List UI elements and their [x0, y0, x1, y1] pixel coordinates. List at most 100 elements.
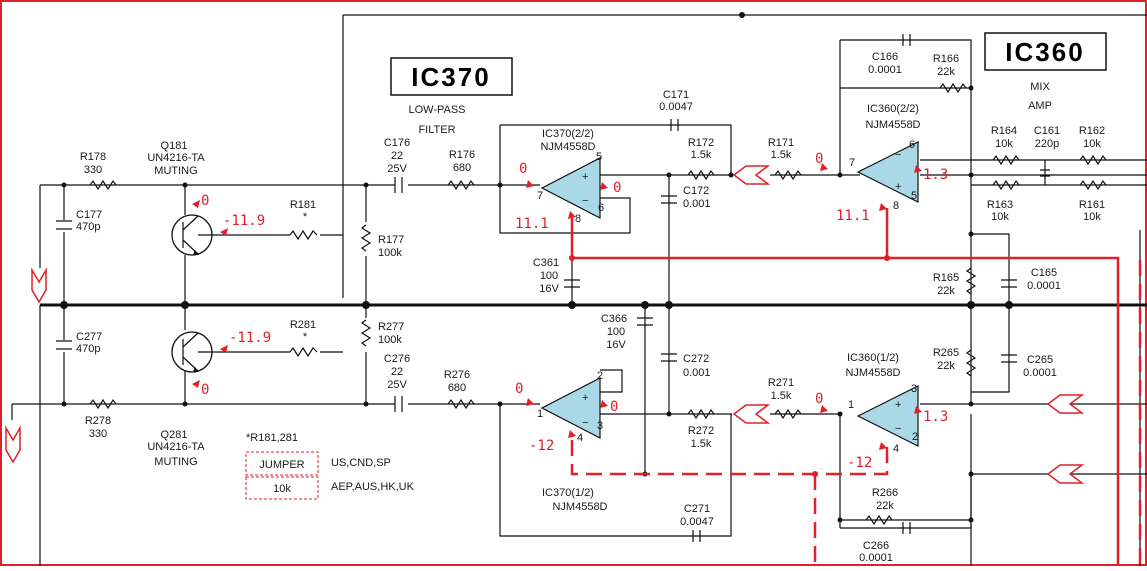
svg-text:R161: R161 [1079, 199, 1105, 211]
svg-text:-11.9: -11.9 [229, 330, 271, 346]
transistor-q181 [171, 214, 213, 256]
svg-text:+: + [582, 171, 588, 183]
svg-text:22: 22 [391, 150, 403, 162]
svg-text:0.0001: 0.0001 [868, 64, 902, 76]
svg-text:0.0001: 0.0001 [1027, 280, 1061, 292]
ic360-2-label: IC360(2/2) [867, 103, 919, 115]
svg-text:11.1: 11.1 [515, 216, 549, 232]
svg-text:R164: R164 [991, 125, 1017, 137]
voltage-readings: 0 -11.9 -11.9 0 0 0 11.1 0 0 -12 0 1.3 1… [201, 151, 948, 471]
ic370-1-part: NJM4558D [552, 501, 607, 513]
svg-text:0: 0 [815, 151, 823, 167]
svg-text:+: + [582, 392, 588, 404]
svg-text:2: 2 [597, 370, 603, 382]
svg-text:22k: 22k [937, 360, 955, 372]
svg-text:1.3: 1.3 [923, 167, 948, 183]
ic370-title: IC370 [411, 62, 490, 92]
svg-text:R176: R176 [449, 149, 475, 161]
svg-text:R165: R165 [933, 272, 959, 284]
svg-text:R177: R177 [378, 234, 404, 246]
pin-numbers: 5 7 6 8 2 1 3 4 6 7 5 8 3 1 2 4 [537, 139, 918, 455]
svg-text:8: 8 [575, 213, 581, 225]
svg-text:-12: -12 [529, 438, 554, 454]
jumper-regions-1: US,CND,SP [331, 457, 391, 469]
svg-text:25V: 25V [387, 379, 407, 391]
q181-func: MUTING [154, 165, 197, 177]
svg-text:C172: C172 [683, 185, 709, 197]
svg-text:100k: 100k [378, 334, 402, 346]
svg-text:2: 2 [912, 431, 918, 443]
svg-text:1: 1 [537, 408, 543, 420]
svg-text:0.0047: 0.0047 [659, 101, 693, 113]
jumper-note: *R181,281 JUMPER US,CND,SP 10k AEP,AUS,H… [245, 432, 415, 500]
svg-text:C165: C165 [1031, 267, 1057, 279]
svg-text:R172: R172 [688, 137, 714, 149]
ic370-1-label: IC370(1/2) [542, 487, 594, 499]
svg-text:R281: R281 [290, 319, 316, 331]
svg-text:100: 100 [540, 270, 558, 282]
svg-text:C266: C266 [863, 540, 889, 552]
svg-text:100k: 100k [378, 247, 402, 259]
svg-text:10k: 10k [1083, 138, 1101, 150]
ic360-2-part: NJM4558D [865, 119, 920, 131]
svg-text:22k: 22k [876, 500, 894, 512]
svg-text:0: 0 [515, 381, 523, 397]
q281-ref: Q281 [161, 429, 188, 441]
svg-text:22: 22 [391, 366, 403, 378]
svg-text:25V: 25V [387, 163, 407, 175]
svg-text:330: 330 [84, 164, 102, 176]
opamp-ic360-2: − + [856, 141, 919, 203]
svg-text:100: 100 [607, 326, 625, 338]
lowpass-label-1: LOW-PASS [408, 104, 465, 116]
svg-text:-11.9: -11.9 [223, 213, 265, 229]
svg-text:C271: C271 [684, 503, 710, 515]
svg-text:R265: R265 [933, 347, 959, 359]
lowpass-label-2: FILTER [418, 124, 455, 136]
opamp-ic360-1: + − [856, 385, 919, 447]
ic360-1-part: NJM4558D [845, 367, 900, 379]
svg-text:5: 5 [911, 190, 917, 202]
svg-text:10k: 10k [1083, 211, 1101, 223]
supply-rails [569, 208, 1142, 566]
svg-text:470p: 470p [76, 343, 100, 355]
ic360-1-label: IC360(1/2) [847, 352, 899, 364]
svg-text:1.5k: 1.5k [771, 149, 792, 161]
svg-text:−: − [895, 423, 901, 435]
svg-text:C265: C265 [1027, 354, 1053, 366]
svg-text:16V: 16V [539, 283, 559, 295]
svg-text:1.5k: 1.5k [771, 390, 792, 402]
transistor-q281 [171, 331, 213, 373]
svg-text:0.001: 0.001 [683, 367, 711, 379]
svg-text:1.3: 1.3 [923, 409, 948, 425]
ic360-title-box: IC360 [984, 32, 1107, 71]
ic360-title: IC360 [1005, 37, 1084, 67]
svg-text:C276: C276 [384, 353, 410, 365]
svg-text:C361: C361 [533, 257, 559, 269]
svg-text:R171: R171 [768, 137, 794, 149]
svg-text:C171: C171 [663, 89, 689, 101]
jumper-box-1: JUMPER [259, 459, 304, 471]
svg-text:0: 0 [519, 161, 527, 177]
jumper-box-2: 10k [273, 483, 291, 495]
svg-text:+: + [895, 399, 901, 411]
svg-text:22k: 22k [937, 285, 955, 297]
svg-text:R162: R162 [1079, 125, 1105, 137]
probe-markers [192, 163, 922, 450]
svg-text:0: 0 [815, 391, 823, 407]
svg-text:−: − [582, 417, 588, 429]
svg-text:470p: 470p [76, 221, 100, 233]
svg-text:3: 3 [597, 420, 603, 432]
svg-text:16V: 16V [606, 339, 626, 351]
svg-text:220p: 220p [1035, 138, 1059, 150]
opamp-ic370-2: + − [540, 157, 601, 219]
svg-text:−: − [582, 195, 588, 207]
svg-text:C176: C176 [384, 137, 410, 149]
svg-text:R181: R181 [290, 199, 316, 211]
q281-part: UN4216-TA [147, 441, 205, 453]
svg-text:0.0001: 0.0001 [1023, 367, 1057, 379]
svg-text:0.001: 0.001 [683, 198, 711, 210]
junctions [60, 12, 1013, 523]
svg-text:C161: C161 [1034, 125, 1060, 137]
svg-text:R271: R271 [768, 377, 794, 389]
